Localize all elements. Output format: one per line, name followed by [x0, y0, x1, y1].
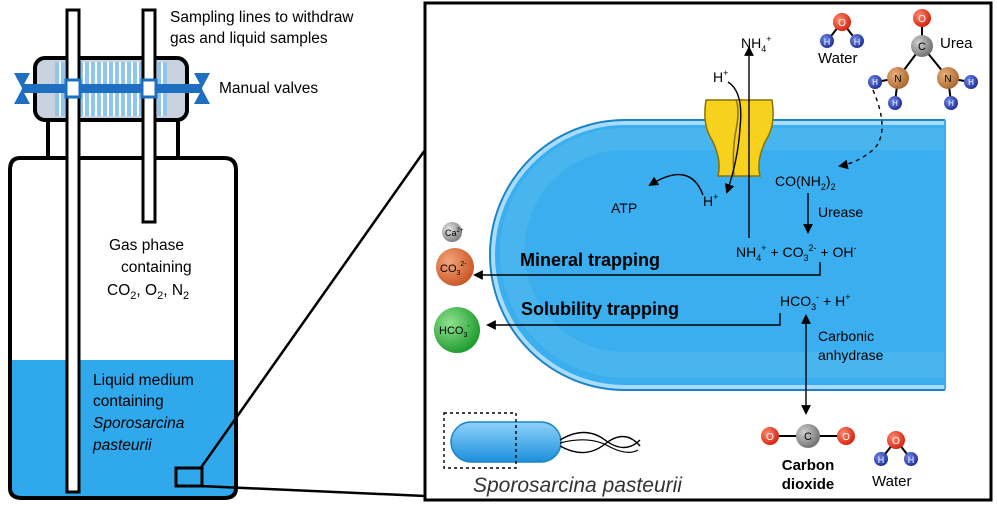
svg-text:N: N — [894, 74, 901, 85]
arrow-solubility-trapping — [486, 313, 781, 330]
liquid-medium — [10, 360, 236, 498]
h-plus-inside-label: H+ — [703, 192, 718, 209]
sampling-lines-label-1: Sampling lines to withdraw — [170, 9, 354, 26]
h-plus-top-label: H+ — [713, 68, 728, 85]
svg-text:H: H — [872, 78, 878, 87]
svg-text:C: C — [918, 41, 926, 53]
gas-phase-label-1: Gas phase — [109, 237, 184, 254]
svg-text:O: O — [892, 436, 900, 447]
co3-ion: CO32- — [436, 248, 474, 286]
co2-label-2: dioxide — [782, 476, 835, 493]
hco3-equation: HCO3- + H+ — [780, 292, 851, 312]
flagellum-1 — [559, 431, 641, 449]
arrow-atp — [648, 173, 704, 196]
svg-text:H: H — [908, 455, 915, 465]
mineral-trapping-label: Mineral trapping — [520, 250, 660, 270]
svg-text:O: O — [918, 14, 926, 25]
svg-text:C: C — [804, 431, 812, 443]
svg-text:O: O — [842, 432, 850, 443]
sampling-line-short — [141, 8, 157, 224]
valve-handle-left[interactable] — [14, 73, 30, 104]
zoom-line-bottom — [199, 484, 426, 498]
liquid-label-4: pasteurii — [92, 437, 152, 454]
water-label-bottom: Water — [872, 473, 911, 490]
urea-molecule: O C N N H H H H — [868, 9, 978, 110]
sampling-lines-label-2: gas and liquid samples — [170, 30, 328, 47]
liquid-label-2: containing — [93, 393, 164, 410]
gas-phase-gases: CO2, O2, N2 — [107, 282, 189, 302]
gas-phase-label-2: containing — [121, 259, 192, 276]
zoom-region-box — [174, 466, 204, 488]
reaction-arrows — [473, 46, 883, 415]
hco3-ion: HCO3- — [434, 307, 480, 353]
atp-label: ATP — [611, 200, 637, 216]
organism-name: Sporosarcina pasteurii — [473, 474, 683, 497]
products-equation: NH4+ + CO32- + OH- — [736, 243, 856, 263]
arrow-mineral-trapping — [473, 262, 821, 280]
valve-handle-right[interactable] — [194, 73, 210, 104]
water-molecule-bottom: O H H — [874, 431, 918, 466]
water-molecule-top: O H H — [820, 13, 864, 48]
urea-label: Urea — [940, 35, 973, 52]
bottle-body — [8, 156, 238, 500]
flagellum-3 — [559, 439, 639, 453]
carbonic-anhydrase-label-2: anhydrase — [818, 347, 884, 363]
svg-text:H: H — [854, 37, 861, 47]
svg-text:HCO3-: HCO3- — [439, 323, 470, 339]
svg-text:H: H — [878, 455, 885, 465]
cell-cytoplasm — [495, 125, 945, 385]
arrow-h-import — [724, 81, 742, 194]
bacterium-zoom-box — [443, 412, 517, 469]
svg-text:H: H — [824, 37, 831, 47]
arrow-urea-uptake — [838, 89, 883, 170]
ca-ion: Ca2+ — [442, 222, 464, 242]
svg-text:N: N — [944, 74, 951, 85]
svg-text:O: O — [766, 432, 774, 443]
svg-text:H: H — [948, 99, 954, 108]
svg-text:O: O — [838, 18, 846, 29]
svg-text:H: H — [968, 78, 974, 87]
nh4-top-label: NH4+ — [741, 34, 772, 54]
solubility-trapping-label: Solubility trapping — [521, 299, 679, 319]
bacterium-illustration — [443, 412, 641, 469]
urea-formula: CO(NH2)2 — [775, 173, 836, 192]
bacterial-cell — [489, 119, 946, 391]
manual-valves-label: Manual valves — [219, 80, 318, 97]
urease-label: Urease — [818, 204, 863, 220]
water-label-top: Water — [818, 50, 857, 67]
carbonic-anhydrase-label-1: Carbonic — [818, 328, 874, 344]
bacterium-body — [450, 421, 562, 463]
co2-label-1: Carbon — [782, 457, 835, 474]
membrane-channel — [704, 99, 774, 177]
liquid-label-3: Sporosarcina — [93, 415, 185, 432]
manual-valves — [14, 73, 210, 104]
zoom-line-top — [198, 149, 427, 470]
svg-text:CO32-: CO32- — [440, 261, 467, 277]
liquid-label-1: Liquid medium — [93, 372, 194, 389]
co2-molecule: O C O — [761, 424, 855, 448]
bottle-assembly: Sampling lines to withdraw gas and liqui… — [8, 8, 427, 500]
sampling-line-long — [65, 8, 81, 494]
svg-text:H: H — [892, 99, 898, 108]
svg-text:Ca2+: Ca2+ — [445, 228, 464, 238]
